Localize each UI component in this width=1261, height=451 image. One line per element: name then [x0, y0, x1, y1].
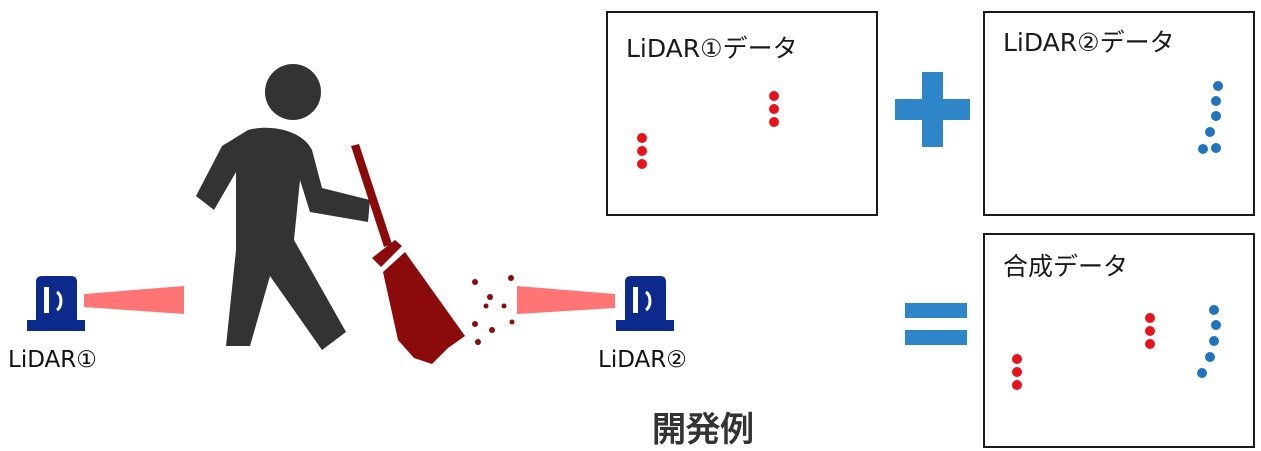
panel-title: LiDAR②データ — [1003, 28, 1175, 57]
data-point — [1211, 143, 1221, 153]
lidar1-data-panel: LiDAR①データ — [606, 11, 878, 216]
lidar1-beam — [84, 286, 184, 314]
data-point — [769, 117, 779, 127]
data-point — [1205, 352, 1215, 362]
lidar2-label: LiDAR② — [598, 347, 687, 373]
data-point — [1198, 144, 1208, 154]
panel-title: LiDAR①データ — [626, 34, 798, 63]
data-point — [1209, 336, 1219, 346]
caption: 開発例 — [652, 410, 754, 450]
data-point — [1205, 127, 1215, 137]
lidar2-beam — [517, 286, 615, 314]
merged-data-panel: 合成データ — [983, 233, 1255, 448]
data-point — [637, 159, 647, 169]
data-point — [1209, 305, 1219, 315]
equals-operator — [905, 303, 967, 345]
person-icon — [196, 64, 370, 351]
data-point — [769, 104, 779, 114]
data-point — [1211, 111, 1221, 121]
data-point — [1213, 81, 1223, 91]
lidar2-data-panel: LiDAR②データ — [983, 11, 1255, 216]
data-point — [1211, 96, 1221, 106]
lidar1-siren-icon — [27, 276, 85, 331]
lidar1-label: LiDAR① — [8, 347, 97, 373]
scene-illustration — [27, 64, 970, 364]
lidar2-siren-icon — [616, 276, 674, 331]
data-point — [1145, 313, 1155, 323]
data-point — [1145, 339, 1155, 349]
data-point — [1211, 320, 1221, 330]
broom-icon — [351, 144, 465, 364]
data-point — [1197, 368, 1207, 378]
dust-particles — [472, 275, 515, 345]
data-point — [637, 146, 647, 156]
data-point — [637, 133, 647, 143]
data-point — [1012, 354, 1022, 364]
panel-title: 合成データ — [1003, 252, 1129, 281]
data-point — [1012, 380, 1022, 390]
data-point — [1012, 367, 1022, 377]
data-point — [1145, 326, 1155, 336]
data-point — [769, 91, 779, 101]
plus-operator — [895, 72, 970, 147]
